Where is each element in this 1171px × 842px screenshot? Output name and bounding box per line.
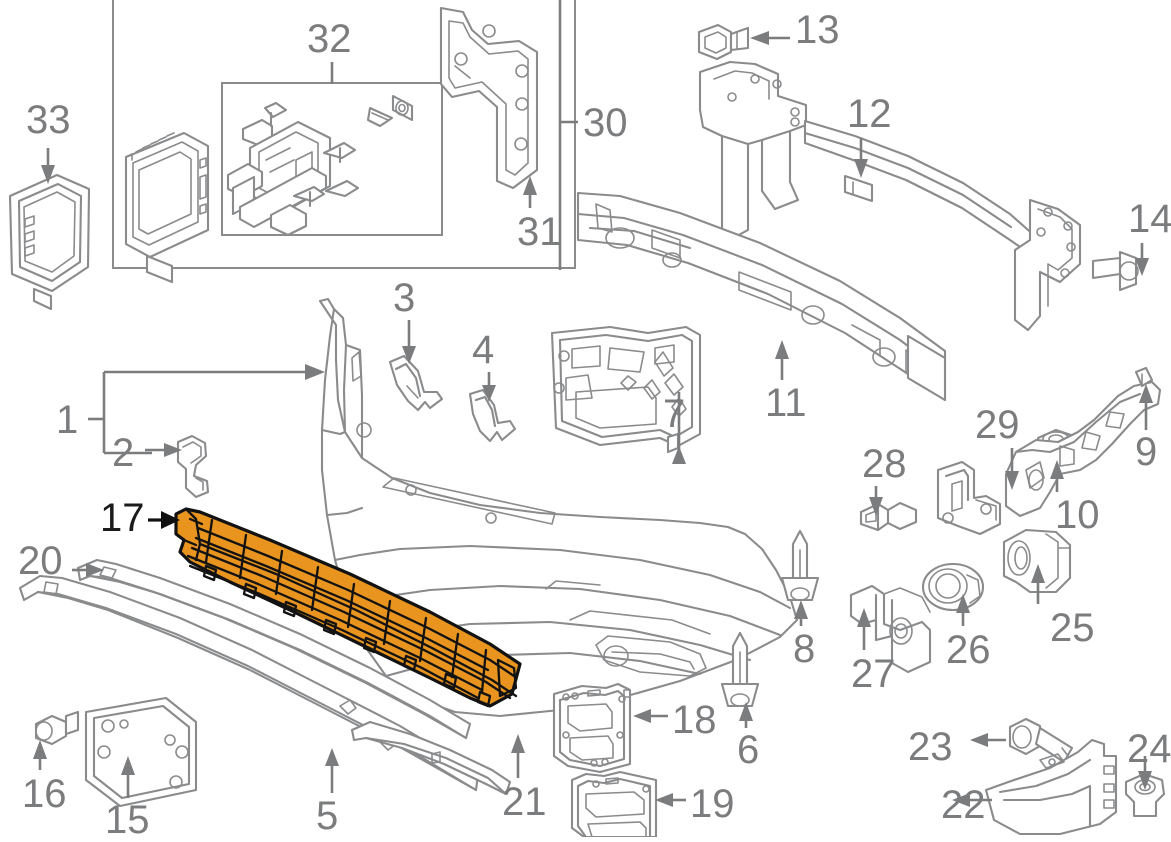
leader-19 [655, 793, 686, 807]
callout-label-8[interactable]: 8 [793, 627, 816, 671]
leader-29 [1005, 448, 1019, 490]
leader-2 [145, 443, 182, 457]
leader-27 [857, 608, 871, 650]
callout-label-16[interactable]: 16 [22, 772, 67, 816]
part-11-reinforcement [576, 191, 947, 402]
leader-20 [72, 563, 104, 577]
part-24-plug [1124, 772, 1166, 818]
callout-label-29[interactable]: 29 [975, 403, 1020, 447]
callout-label-6[interactable]: 6 [737, 728, 760, 772]
leader-14 [1135, 243, 1149, 276]
leader-23 [970, 733, 1006, 747]
group-box-30 [112, 0, 576, 269]
leader-17 [148, 511, 180, 529]
callout-label-31[interactable]: 31 [517, 210, 562, 254]
leader-10 [1050, 460, 1064, 492]
leader-16 [33, 740, 47, 770]
part-30-tall-bracket [439, 6, 539, 190]
leader-26 [956, 594, 970, 626]
part-33-shape [8, 173, 91, 311]
callout-label-10[interactable]: 10 [1055, 493, 1100, 537]
leader-21 [511, 734, 525, 778]
leader-13 [750, 31, 790, 45]
part-3-side-bracket [388, 354, 444, 412]
callout-label-18[interactable]: 18 [672, 698, 717, 742]
callout-label-9[interactable]: 9 [1135, 430, 1158, 474]
part-23-bolt [1008, 717, 1074, 764]
callout-label-1[interactable]: 1 [56, 398, 79, 442]
callout-label-27[interactable]: 27 [851, 652, 896, 696]
callout-label-11[interactable]: 11 [765, 381, 807, 425]
callout-label-17[interactable]: 17 [100, 496, 145, 540]
part-26-grommet [921, 562, 985, 612]
part-31-module [124, 131, 210, 284]
part-6-push-pin [720, 631, 760, 708]
part-4-side-bracket [468, 388, 517, 443]
part-32-bracket-kit [226, 94, 414, 237]
callout-label-19[interactable]: 19 [690, 782, 735, 826]
leader-30 [558, 0, 578, 270]
callout-label-13[interactable]: 13 [795, 8, 840, 52]
part-17-lower-grille-highlighted [174, 507, 522, 708]
callout-label-3[interactable]: 3 [393, 276, 416, 320]
part-16-stud [34, 710, 80, 746]
leader-25 [1031, 564, 1045, 604]
callout-label-25[interactable]: 25 [1050, 606, 1095, 650]
callout-label-30[interactable]: 30 [583, 101, 628, 145]
callout-label-26[interactable]: 26 [946, 628, 991, 672]
leader-3 [402, 320, 416, 364]
leader-31 [523, 176, 537, 208]
leader-4 [482, 372, 496, 402]
part-15-license-plate-bracket [84, 696, 198, 808]
callout-label-2[interactable]: 2 [112, 431, 135, 475]
part-8-push-pin [780, 529, 820, 602]
part-12-impact-bar [698, 60, 1082, 332]
part-13-bolt [697, 23, 750, 61]
callout-label-20[interactable]: 20 [18, 539, 63, 583]
callout-label-7[interactable]: 7 [663, 392, 686, 436]
callout-label-23[interactable]: 23 [908, 725, 953, 769]
leader-1 [88, 364, 325, 455]
part-21-side-trim [350, 720, 512, 796]
leader-5 [325, 748, 339, 793]
leader-7 [672, 392, 686, 464]
leader-18 [633, 709, 668, 723]
part-19-mounting-bracket [570, 770, 658, 837]
part-2-tow-eye-cover [176, 434, 210, 499]
callout-label-14[interactable]: 14 [1128, 197, 1171, 241]
callout-label-22[interactable]: 22 [941, 783, 986, 827]
leader-11 [775, 340, 789, 380]
part-29-small-bracket [936, 460, 1002, 536]
part-14-bolt [1091, 250, 1139, 292]
leader-8 [794, 600, 808, 626]
callout-label-4[interactable]: 4 [472, 328, 495, 372]
callout-label-21[interactable]: 21 [502, 780, 547, 824]
callout-label-33[interactable]: 33 [26, 98, 71, 142]
leader-28 [869, 486, 883, 516]
part-9-fender-bracket [1004, 366, 1162, 518]
leader-24 [1138, 756, 1152, 790]
callout-label-32[interactable]: 32 [307, 17, 352, 61]
callout-label-24[interactable]: 24 [1127, 727, 1171, 771]
leader-15 [121, 756, 135, 798]
leader-12 [854, 138, 868, 178]
part-20-trim-strip [76, 558, 472, 740]
leader-9 [1139, 384, 1153, 430]
callout-label-5[interactable]: 5 [316, 794, 339, 838]
leader-22 [952, 793, 992, 807]
callout-label-12[interactable]: 12 [847, 92, 892, 136]
part-25-parking-sensor [1002, 528, 1072, 594]
part-18-mounting-bracket [552, 682, 632, 774]
callout-label-28[interactable]: 28 [862, 442, 907, 486]
leader-33 [41, 148, 55, 184]
part-28-sensor [859, 501, 918, 532]
callout-label-15[interactable]: 15 [105, 798, 150, 842]
leader-6 [739, 702, 753, 728]
part-22-air-deflector [984, 738, 1118, 836]
